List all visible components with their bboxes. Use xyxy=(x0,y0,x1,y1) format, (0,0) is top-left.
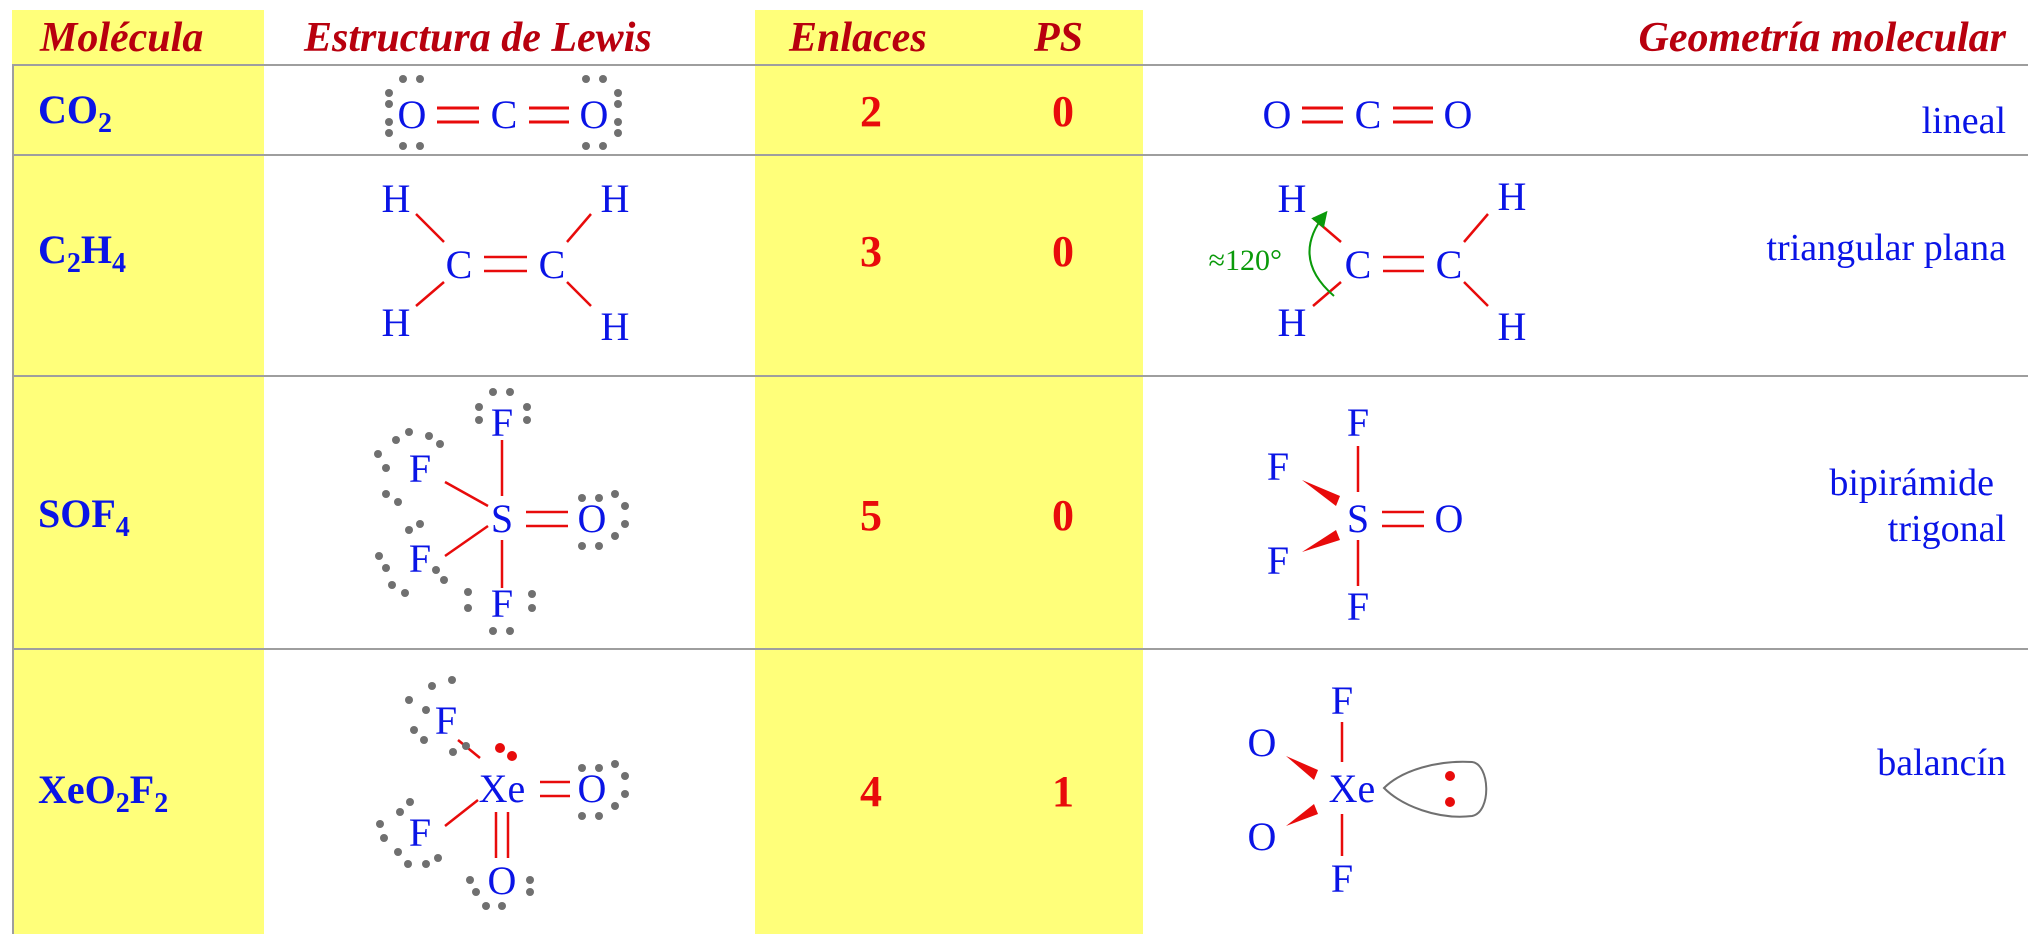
atom-label: F xyxy=(1331,678,1353,723)
atom-label: C xyxy=(1355,92,1382,137)
atom-label: H xyxy=(1278,300,1307,345)
geometry-line: trigonal xyxy=(1887,508,2006,550)
bonds-value: 4 xyxy=(860,767,882,816)
header-divider xyxy=(12,64,2028,66)
header-geometry: Geometría molecular xyxy=(1638,15,2006,61)
bonds-ps-column-highlight xyxy=(755,10,1143,934)
lewis-c2h4: H H C C H H xyxy=(382,176,630,349)
bonds-value: 5 xyxy=(860,491,882,540)
atom-label: F xyxy=(409,810,431,855)
molecule-formula: C2H4 xyxy=(38,227,127,279)
atom-label: C xyxy=(491,92,518,137)
molecule-column-highlight xyxy=(12,10,264,934)
atom-label: H xyxy=(1278,176,1307,221)
geometry-xeo2f2: F O Xe O F xyxy=(1248,678,1488,901)
atom-label: Xe xyxy=(1329,766,1376,811)
molecule-formula: SOF4 xyxy=(38,491,130,543)
geometry-c2h4: H H C C H H ≈120° xyxy=(1209,174,1527,349)
header-lewis-structure: Estructura de Lewis xyxy=(304,15,652,61)
atom-label: F xyxy=(491,581,513,626)
atom-label: O xyxy=(1248,814,1277,859)
atom-label: O xyxy=(1444,92,1473,137)
row-divider xyxy=(12,648,2028,650)
atom-label: F xyxy=(1267,444,1289,489)
row-divider xyxy=(12,154,2028,156)
atom-label: H xyxy=(382,176,411,221)
ps-value: 0 xyxy=(1052,87,1074,136)
table-left-border xyxy=(12,64,14,934)
atom-label: O xyxy=(488,858,517,903)
geometry-co2: O C O xyxy=(1263,92,1473,137)
lewis-xeo2f2: F Xe O F O xyxy=(376,676,629,910)
atom-label: F xyxy=(1347,584,1369,629)
molecule-formula: CO2 xyxy=(38,87,112,139)
atom-label: F xyxy=(409,446,431,491)
row-divider xyxy=(12,375,2028,377)
atom-label: H xyxy=(382,300,411,345)
atom-label: F xyxy=(1267,538,1289,583)
atom-label: H xyxy=(1498,304,1527,349)
bonds-value: 3 xyxy=(860,227,882,276)
atom-label: S xyxy=(491,496,513,541)
atom-label: F xyxy=(1331,856,1353,901)
header-molecule: Molécula xyxy=(40,15,204,61)
atom-label: O xyxy=(1248,720,1277,765)
atom-label: O xyxy=(1435,496,1464,541)
atom-label: C xyxy=(1436,242,1463,287)
geometry-name: bipirámide trigonal xyxy=(1829,460,2006,552)
atom-label: O xyxy=(1263,92,1292,137)
atom-label: S xyxy=(1347,496,1369,541)
bond-angle-label: ≈120° xyxy=(1209,244,1282,277)
lewis-co2: O C O xyxy=(385,75,622,150)
atom-label: C xyxy=(539,242,566,287)
atom-label: F xyxy=(435,698,457,743)
molecule-formula: XeO2F2 xyxy=(38,767,169,819)
atom-label: O xyxy=(398,92,427,137)
atom-label: H xyxy=(601,304,630,349)
ps-value: 1 xyxy=(1052,767,1074,816)
geometry-name: triangular plana xyxy=(1766,227,2006,269)
ps-value: 0 xyxy=(1052,491,1074,540)
geometry-sof4: F F S O F F xyxy=(1267,400,1464,629)
atom-label: F xyxy=(409,536,431,581)
header-bonds: Enlaces xyxy=(789,15,927,61)
bonds-value: 2 xyxy=(860,87,882,136)
atom-label: Xe xyxy=(479,766,526,811)
atom-label: C xyxy=(1345,242,1372,287)
geometry-name: lineal xyxy=(1921,100,2006,142)
geometry-line: bipirámide xyxy=(1829,462,1994,504)
atom-label: H xyxy=(601,176,630,221)
ps-value: 0 xyxy=(1052,227,1074,276)
lewis-sof4: F F S O F F xyxy=(374,388,629,635)
atom-label: O xyxy=(578,496,607,541)
atom-label: F xyxy=(1347,400,1369,445)
atom-label: O xyxy=(580,92,609,137)
atom-label: O xyxy=(578,766,607,811)
header-ps: PS xyxy=(1034,15,1084,61)
atom-label: C xyxy=(446,242,473,287)
atom-label: H xyxy=(1498,174,1527,219)
geometry-name: balancín xyxy=(1877,742,2006,784)
atom-label: F xyxy=(491,400,513,445)
